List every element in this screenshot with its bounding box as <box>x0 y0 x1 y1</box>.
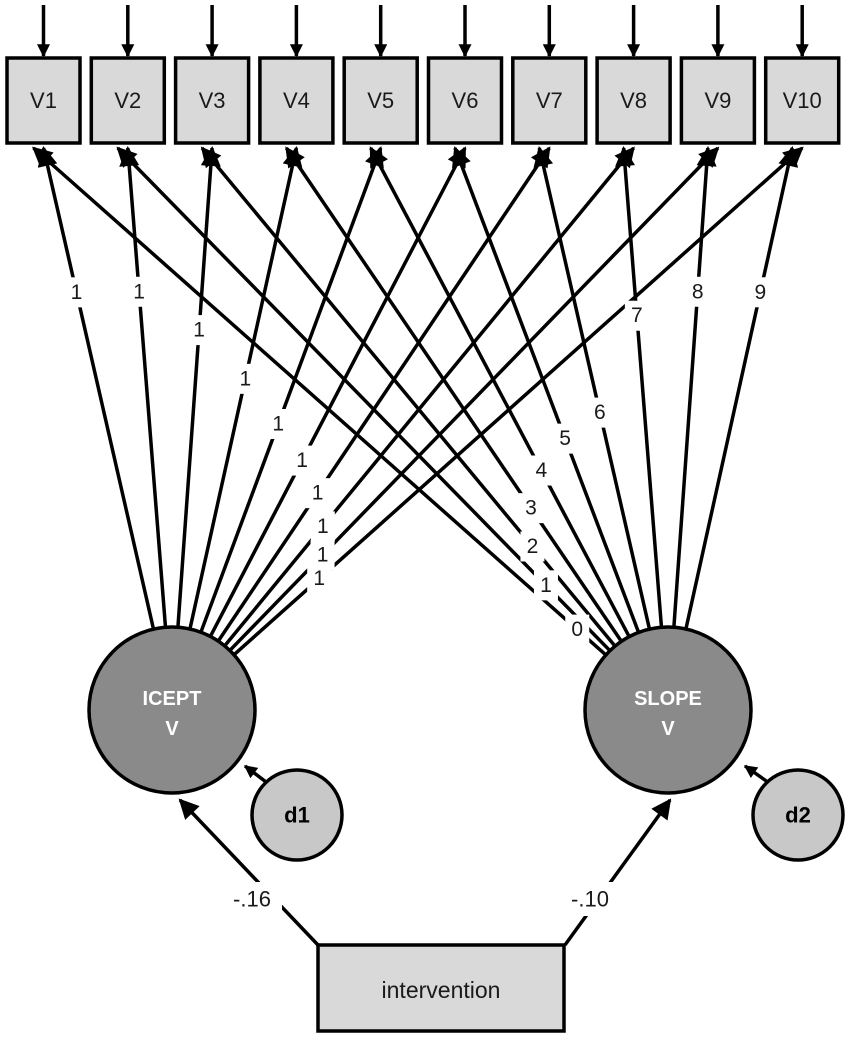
icept-factor: ICEPT V <box>87 625 257 795</box>
icept-loading-path <box>37 146 156 630</box>
icept-loading-label: 1 <box>296 449 308 472</box>
icept-loading-label: 1 <box>239 367 251 390</box>
slope-loading-label: 5 <box>559 427 571 450</box>
loading-paths <box>32 146 804 657</box>
slope-loading-path <box>32 146 608 657</box>
observed-variable-label: V10 <box>783 88 822 113</box>
slope-loading-path <box>684 146 799 630</box>
icept-label-line2: V <box>165 718 179 740</box>
intervention-label: intervention <box>382 977 501 1003</box>
slope-loading-label: 0 <box>571 618 583 641</box>
icept-loading-path <box>216 146 551 643</box>
observed-variable-v2: V2 <box>89 56 167 145</box>
observed-variable-label: V3 <box>199 88 226 113</box>
slope-label-line1: SLOPE <box>634 688 702 710</box>
observed-variable-label: V8 <box>620 88 647 113</box>
slope-factor: SLOPE V <box>583 625 753 795</box>
slope-loading-path <box>615 146 664 628</box>
icept-regression-path <box>178 798 320 947</box>
slope-loading-label: 7 <box>631 304 643 327</box>
slope-loading-path <box>116 146 612 652</box>
slope-loading-path <box>533 146 652 630</box>
icept-loading-path <box>119 146 168 628</box>
slope-loading-path <box>452 146 641 634</box>
slope-loading-path <box>284 146 623 643</box>
icept-loading-label: 1 <box>272 412 284 435</box>
icept-loading-path <box>176 146 221 628</box>
icept-loading-label: 1 <box>313 567 325 590</box>
icept-loading-label: 1 <box>317 543 329 566</box>
observed-variable-label: V1 <box>30 88 57 113</box>
observed-variable-v9: V9 <box>679 56 757 145</box>
icept-loading-label: 1 <box>71 281 83 304</box>
slope-label-line2: V <box>661 718 675 740</box>
slope-loading-label: 8 <box>692 280 704 303</box>
observed-variable-v8: V8 <box>595 56 672 145</box>
slope-loading-label: 2 <box>527 535 539 558</box>
slope-loading-path <box>672 146 717 628</box>
icept-loading-path <box>208 146 467 638</box>
observed-variables: V1 V2 V3 V4 V5 V6 V7 V8 V9 V10 <box>5 56 841 145</box>
slope-loading-path <box>200 146 617 648</box>
d1-label: d1 <box>284 803 310 828</box>
observed-variable-label: V2 <box>114 88 141 113</box>
intervention-box: intervention <box>316 943 566 1033</box>
observed-variable-v6: V6 <box>426 56 504 145</box>
icept-loading-label: 1 <box>317 515 329 538</box>
observed-variable-v1: V1 <box>5 56 82 145</box>
slope-regression-path <box>563 798 672 947</box>
slope-regression-coefficient: -.10 <box>571 887 609 912</box>
error-arrows <box>37 5 809 58</box>
observed-variable-label: V6 <box>452 88 479 113</box>
d2-label: d2 <box>785 803 811 828</box>
observed-variable-v3: V3 <box>173 56 251 145</box>
icept-label-line1: ICEPT <box>143 688 202 710</box>
observed-variable-v4: V4 <box>258 56 335 145</box>
observed-variable-label: V5 <box>367 88 394 113</box>
slope-loading-label: 4 <box>535 459 547 482</box>
disturbance-d1: d1 <box>250 768 344 862</box>
slope-loading-path <box>369 146 631 638</box>
observed-variable-v10: V10 <box>763 56 841 145</box>
icept-loading-label: 1 <box>193 319 205 342</box>
icept-loading-path <box>199 146 384 633</box>
observed-variable-v5: V5 <box>342 56 419 145</box>
icept-loading-label: 1 <box>133 280 145 303</box>
icept-loading-label: 1 <box>312 482 324 505</box>
observed-variable-v7: V7 <box>511 56 588 145</box>
slope-loading-label: 6 <box>594 401 606 424</box>
slope-loading-label: 1 <box>540 574 552 597</box>
slope-loading-label: 3 <box>525 497 537 520</box>
observed-variable-label: V7 <box>536 88 563 113</box>
observed-variable-label: V4 <box>283 88 310 113</box>
observed-variable-label: V9 <box>704 88 731 113</box>
icept-regression-coefficient: -.16 <box>233 887 271 912</box>
disturbance-d2: d2 <box>751 768 845 862</box>
icept-loading-path <box>223 146 635 647</box>
slope-loading-label: 9 <box>754 281 766 304</box>
